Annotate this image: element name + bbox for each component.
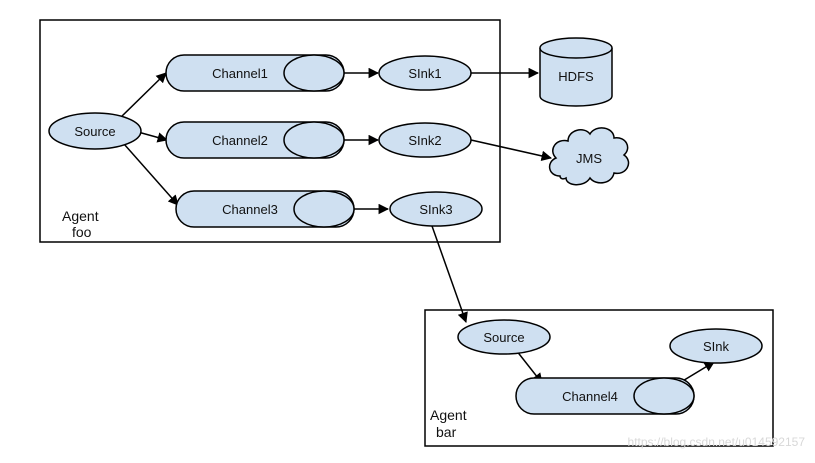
- foo-source-label: Source: [74, 124, 115, 139]
- agent-bar-label-line1: Agent: [430, 407, 467, 423]
- sink2-node: SInk2: [378, 122, 472, 158]
- jms-label: JMS: [576, 151, 602, 166]
- sink3-label: SInk3: [419, 202, 452, 217]
- sink1-label: SInk1: [408, 66, 441, 81]
- agent-bar-label-line2: bar: [436, 424, 457, 440]
- channel2-node: Channel2: [165, 121, 345, 159]
- bar-source-node: Source: [457, 319, 551, 355]
- bar-sink-node: SInk: [669, 328, 763, 364]
- channel1-node: Channel1: [165, 54, 345, 92]
- hdfs-database-icon: HDFS: [539, 37, 613, 107]
- sink2-label: SInk2: [408, 133, 441, 148]
- foo-source-node: Source: [48, 112, 142, 150]
- sink1-node: SInk1: [378, 55, 472, 91]
- agent-foo-box: [39, 19, 501, 243]
- sink3-node: SInk3: [389, 191, 483, 227]
- bar-source-label: Source: [483, 330, 524, 345]
- edge-source-channel1: [119, 72, 167, 119]
- channel4-node: Channel4: [515, 377, 695, 415]
- edge-sink3-bar-source: [431, 225, 468, 323]
- channel1-label: Channel1: [212, 66, 268, 81]
- bar-sink-label: SInk: [703, 339, 730, 354]
- edge-source-channel3: [123, 143, 179, 206]
- hdfs-label: HDFS: [558, 69, 594, 84]
- agent-foo-label-line1: Agent: [62, 208, 99, 224]
- channel2-label: Channel2: [212, 133, 268, 148]
- channel4-label: Channel4: [562, 389, 618, 404]
- channel3-node: Channel3: [175, 190, 355, 228]
- watermark: https://blog.csdn.net/u014592157: [628, 435, 806, 449]
- channel3-label: Channel3: [222, 202, 278, 217]
- edge-source-channel2: [137, 131, 169, 143]
- jms-cloud-icon: JMS: [548, 127, 630, 186]
- edge-sink2-jms: [470, 139, 553, 162]
- agent-bar-box: [424, 309, 774, 447]
- agent-foo-label-line2: foo: [72, 224, 92, 240]
- edges: [119, 67, 715, 386]
